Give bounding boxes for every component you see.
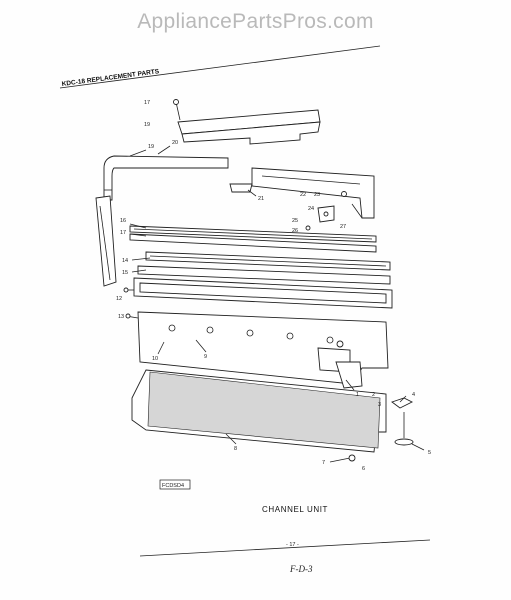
callout: 7 [322,460,325,466]
callout: 5 [428,450,431,456]
callout: 3 [378,402,381,408]
callout: 13 [118,314,124,320]
page-code: F-D-3 [289,564,313,574]
callout: 23 [314,192,320,198]
callout: 15 [122,270,128,276]
callout: 4 [412,392,415,398]
callout: 17 [120,230,126,236]
footer-rule [139,539,431,557]
callout: 27 [340,224,346,230]
callout: 6 [362,466,365,472]
channel-frame [133,277,393,309]
header-rule [59,45,381,89]
callout: 16 [120,218,126,224]
channel-strip-14 [145,251,391,271]
bracket-hardware [305,191,363,231]
callout: 1 [356,392,359,398]
page-number: - 17 - [286,542,299,548]
callout: 2 [372,392,375,398]
callout: 14 [122,258,128,264]
callout: 20 [172,140,178,146]
diagram-caption: CHANNEL UNIT [262,505,328,514]
callout: 22 [300,192,306,198]
screw-17-top [173,99,181,121]
diagram-stamp: FCDSD4 [159,479,191,490]
header-title: KDC-18 REPLACEMENT PARTS [61,68,160,88]
callout: 24 [308,206,314,212]
site-watermark: AppliancePartsPros.com [137,10,374,33]
channel-strip-16 [129,225,377,243]
svg-text:FCDSD4: FCDSD4 [162,483,184,489]
leveling-foot-3 [391,397,414,446]
screw-6-7 [329,454,356,463]
callout: 9 [204,354,207,360]
callout: 10 [152,356,158,362]
channel-strip-17 [129,233,377,253]
screw-12 [123,287,134,293]
callout: 25 [292,218,298,224]
callout: 12 [116,296,122,302]
callout: 21 [258,196,264,202]
callout: 26 [292,228,298,234]
callout-labels: 17 19 19 20 21 22 23 24 25 26 27 16 17 1… [116,100,431,472]
relay-bracket-1 [335,361,363,389]
callout: 8 [234,446,237,452]
leader-lines [129,145,425,451]
callout: 19 [148,144,154,150]
front-panel-8 [131,369,387,453]
screw-13 [125,313,139,319]
side-trim-vertical [95,195,117,287]
top-cap-strip [177,109,321,145]
callout: 17 [144,100,150,106]
callout: 19 [144,122,150,128]
corner-trim [103,155,229,201]
